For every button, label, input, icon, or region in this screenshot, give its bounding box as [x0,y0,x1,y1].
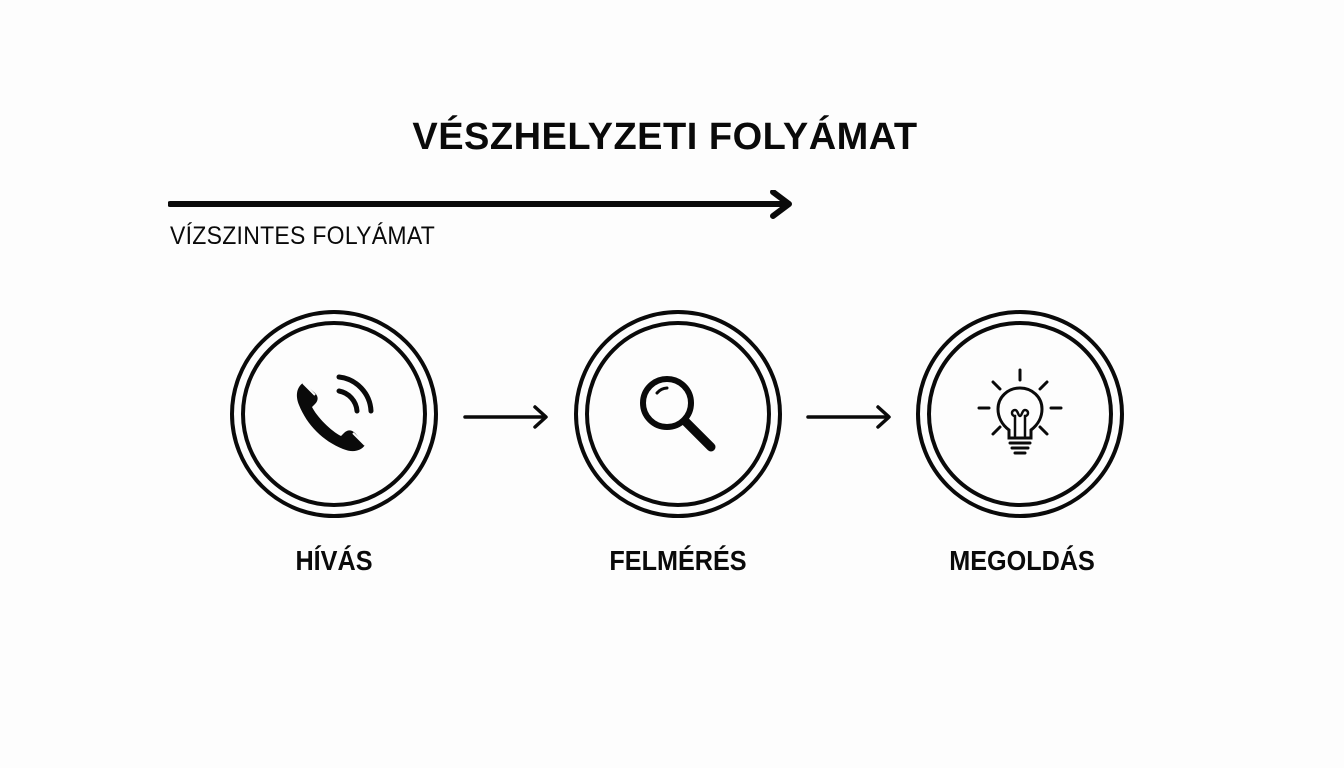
double-ring [230,310,438,518]
step-assessment [572,308,784,520]
step-solution [914,308,1126,520]
lightbulb-icon [977,368,1063,455]
diagram-title: VÉSZHELYZETI FOLYÁMAT [412,116,918,158]
connector-arrow-1 [463,405,548,429]
step-label-call: HÍVÁS [295,545,373,576]
magnifier-icon [640,376,716,452]
step-label-assessment: FELMÉRÉS [609,545,747,576]
step-label-solution: MEGOLDÁS [949,545,1095,576]
main-flow-arrow [168,190,792,219]
phone-icon [296,374,374,452]
double-ring [916,310,1124,518]
step-call [228,308,440,520]
double-ring [574,310,782,518]
connector-arrow-2 [806,405,891,429]
diagram-subtitle: VÍZSZINTES FOLYÁMAT [170,222,436,250]
